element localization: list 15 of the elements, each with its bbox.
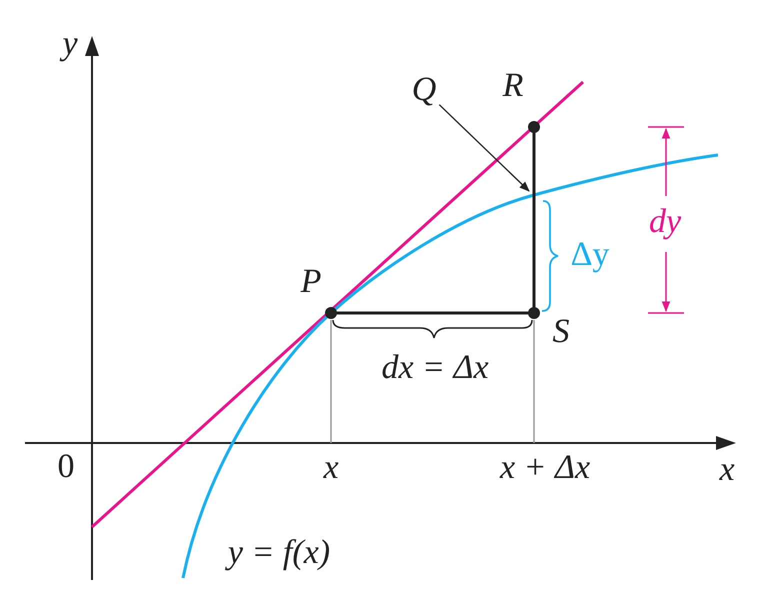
axis-label: x — [719, 453, 735, 487]
point-label: S — [552, 315, 570, 349]
dimension-label: dx = Δx — [381, 351, 489, 385]
tick-label: x — [323, 451, 339, 485]
point-label: P — [300, 265, 322, 299]
point-label: R — [502, 69, 524, 103]
curve — [182, 154, 718, 578]
dimension-label: Δy — [570, 238, 610, 272]
curve-label: y = f(x) — [228, 536, 330, 570]
point-label: Q — [412, 73, 436, 107]
leader-line — [438, 104, 530, 192]
axis-label: y — [62, 27, 78, 61]
dimension-label: dy — [648, 205, 682, 239]
tick-label: x + Δx — [500, 451, 590, 485]
tick-label: 0 — [58, 450, 74, 484]
